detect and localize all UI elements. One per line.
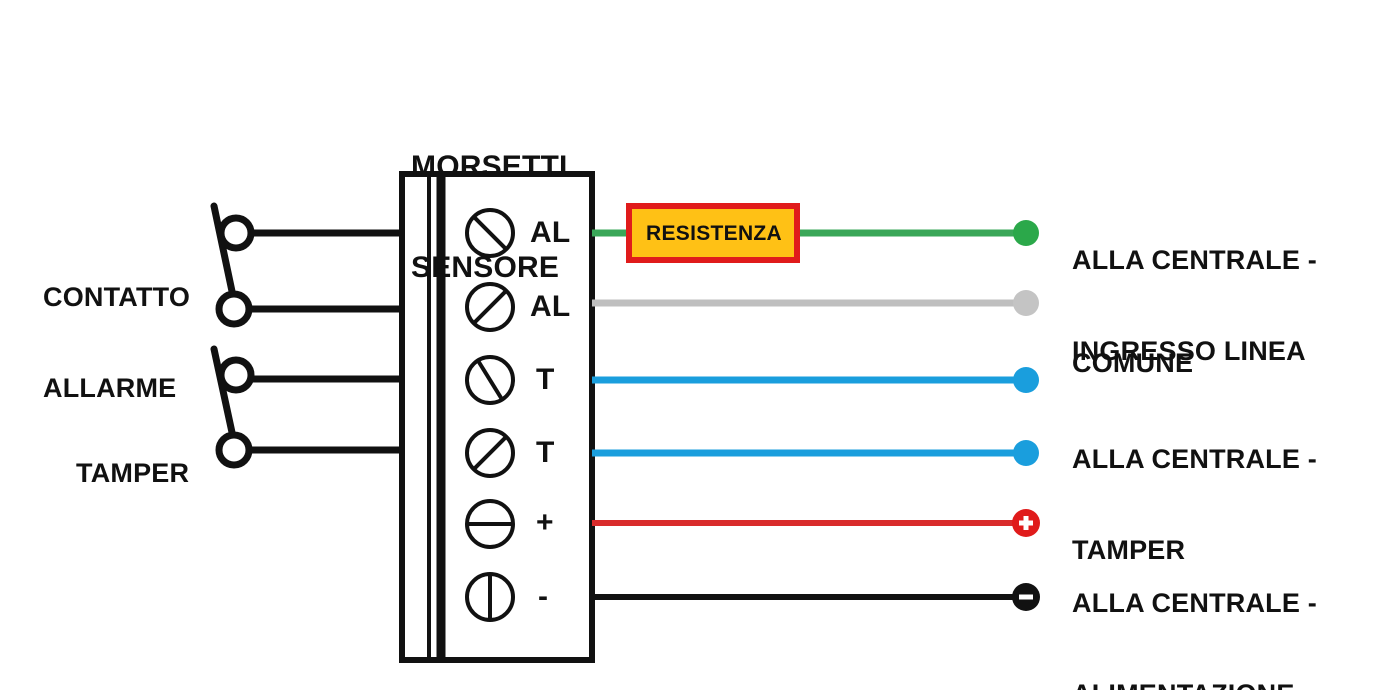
page-title: MORSETTI SENSORE (411, 83, 568, 352)
tamper-terminal-top (217, 356, 255, 394)
resistenza-component[interactable] (626, 203, 800, 263)
tamper-switch (210, 345, 404, 469)
label-contatto-allarme-line-2: ALLARME (43, 373, 177, 404)
right-label-ingresso-linea: ALLA CENTRALE - INGRESSO LINEA (1072, 185, 1317, 427)
terminal-label-plus: + (536, 506, 554, 539)
contatto-allarme-lever (210, 202, 237, 300)
right-label-tamper: ALLA CENTRALE - TAMPER (1072, 384, 1317, 626)
right-label-ingresso-linea-line-1: ALLA CENTRALE - (1072, 245, 1317, 276)
tamper-terminal-bottom (215, 431, 253, 469)
right-dot-tamper-2[interactable] (1013, 440, 1039, 466)
terminal-screw-al-2[interactable] (465, 282, 515, 332)
tamper-lever (210, 345, 237, 441)
terminal-label-t-1: T (536, 363, 555, 396)
terminal-screw-plus[interactable] (465, 499, 515, 549)
contatto-allarme-terminal-bottom (215, 290, 253, 328)
contatto-allarme-switch (210, 202, 404, 328)
right-label-tamper-line-2: TAMPER (1072, 535, 1186, 566)
right-label-tamper-line-1: ALLA CENTRALE - (1072, 444, 1317, 475)
contatto-allarme-terminal-top (217, 214, 255, 252)
resistenza-label: RESISTENZA (645, 222, 782, 245)
right-label-comune-line-1: COMUNE (1072, 348, 1194, 379)
right-dot-positive[interactable] (1012, 509, 1040, 537)
terminal-screw-al-1[interactable] (465, 208, 515, 258)
terminal-screw-minus[interactable] (465, 572, 515, 622)
right-dot-ingresso-linea[interactable] (1013, 220, 1039, 246)
terminal-label-minus: - (538, 580, 549, 613)
label-tamper-line-1: TAMPER (76, 458, 190, 489)
right-label-alimentazione-line-2: ALIMENTAZIONE (1072, 679, 1317, 690)
label-contatto-allarme-line-1: CONTATTO (43, 282, 191, 313)
terminal-screw-t-1[interactable] (465, 355, 515, 405)
right-label-alimentazione-line-1: ALLA CENTRALE - (1072, 588, 1317, 619)
right-label-ingresso-linea-line-2: INGRESSO LINEA (1072, 336, 1306, 367)
right-dot-comune[interactable] (1013, 290, 1039, 316)
label-contatto-allarme: CONTATTO ALLARME (43, 222, 190, 464)
terminal-label-al-1: AL (530, 216, 571, 249)
terminal-label-t-2: T (536, 436, 555, 469)
page-title-line-1: MORSETTI (411, 150, 568, 184)
right-label-alimentazione: ALLA CENTRALE - ALIMENTAZIONE (1072, 528, 1317, 690)
resistenza-box (626, 203, 800, 263)
right-label-comune: COMUNE (1072, 288, 1193, 439)
right-dot-negative[interactable] (1012, 583, 1040, 611)
terminal-label-al-2: AL (530, 290, 571, 323)
terminal-screw-t-2[interactable] (465, 428, 515, 478)
label-tamper: TAMPER (76, 398, 189, 549)
page-title-line-2: SENSORE (411, 250, 560, 284)
right-dot-tamper-1[interactable] (1013, 367, 1039, 393)
